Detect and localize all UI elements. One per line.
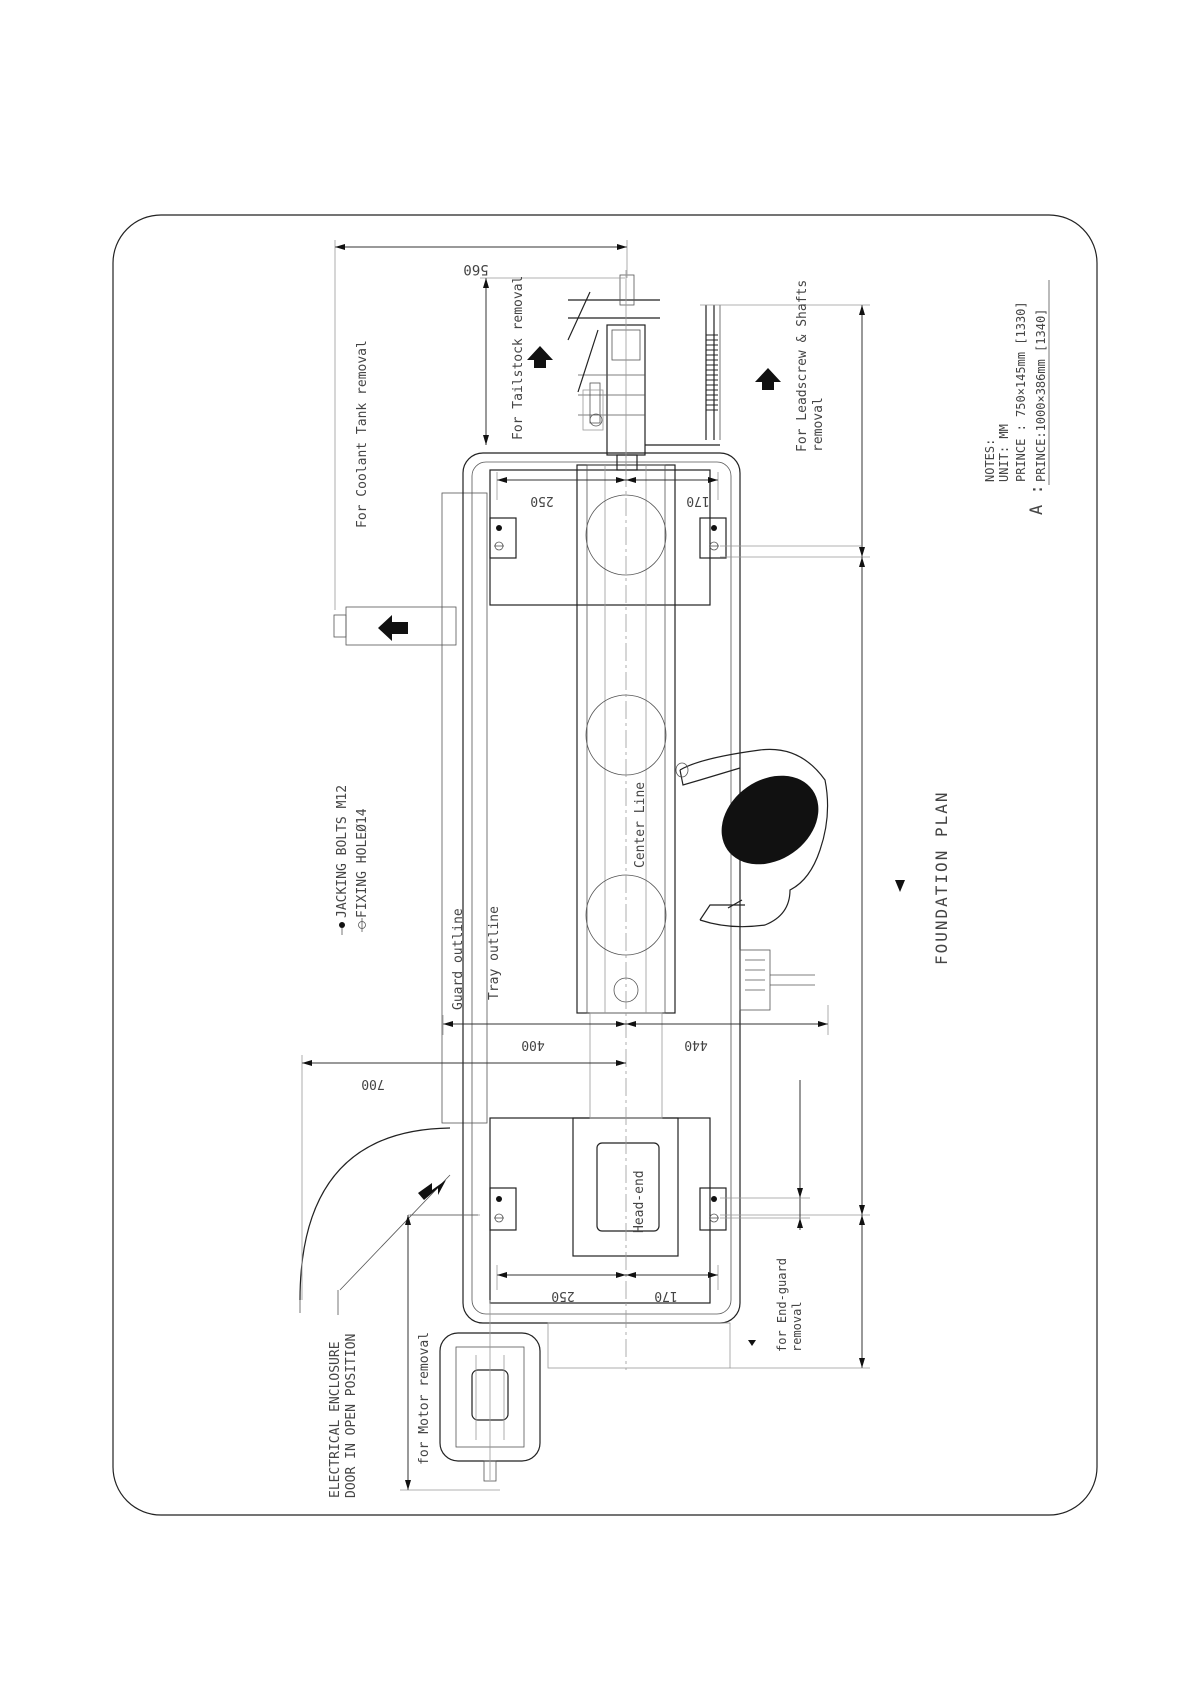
dim-leadscrew-removal	[700, 304, 870, 558]
dim-250-170-top	[496, 472, 719, 500]
motor	[439, 1300, 541, 1482]
page-border	[112, 214, 1098, 1516]
dim-text-440: 440	[684, 1037, 707, 1052]
dim-400-440	[442, 1005, 829, 1035]
dim-text-170-bottom: 170	[654, 1288, 677, 1303]
notes-a-label: A :	[1027, 484, 1047, 515]
headstock-panel	[596, 1142, 660, 1232]
label-coolant-tank: For Coolant Tank removal	[355, 340, 370, 528]
dim-text-400: 400	[521, 1037, 544, 1052]
arrow-leadscrew-icon	[755, 368, 781, 390]
label-tray-outline: Tray outline	[487, 906, 502, 1000]
carriage-handwheel	[739, 949, 815, 1011]
coolant-tank	[333, 606, 457, 646]
headstock	[572, 1117, 679, 1257]
jacking-bolt-pad-head-right	[699, 1187, 727, 1231]
dim-motor-removal	[400, 1214, 500, 1491]
legend-jacking-bolts: JACKING BOLTS M12	[335, 785, 350, 918]
label-electrical-1: ELECTRICAL ENCLOSURE	[328, 1341, 343, 1498]
end-guard	[547, 1322, 731, 1369]
dim-text-170-top: 170	[686, 493, 709, 508]
jacking-bolt-pad-tail-right	[699, 517, 727, 559]
label-end-guard-2: removal	[790, 1301, 804, 1352]
notes-unit: UNIT: MM	[997, 424, 1011, 482]
dim-foundation-length	[720, 557, 870, 1216]
label-leadscrew-2: removal	[811, 397, 826, 452]
notes-prince-1: PRINCE : 750×145mm [1330]	[1014, 301, 1028, 482]
tray-outline	[462, 452, 741, 1324]
arrow-coolant-icon	[378, 615, 408, 641]
electrical-enclosure-door	[299, 1127, 451, 1313]
label-center-line: Center Line	[633, 782, 648, 868]
dim-560	[334, 240, 628, 610]
dim-text-250-bottom: 250	[551, 1288, 574, 1303]
label-motor-removal: for Motor removal	[417, 1332, 432, 1465]
dim-text-250-top: 250	[530, 493, 553, 508]
legend-fixing-hole-symbol	[358, 918, 366, 932]
bed-web-circle	[585, 494, 667, 576]
arrow-tailstock-icon	[527, 346, 553, 368]
dim-text-700: 700	[361, 1076, 384, 1091]
drawing-title: FOUNDATION PLAN	[932, 791, 951, 966]
lightning-icon	[418, 1180, 446, 1200]
tray-inner	[471, 461, 732, 1315]
legend-jacking-bolt-symbol	[339, 922, 345, 935]
label-leadscrew-1: For Leadscrew & Shafts	[795, 280, 810, 452]
dim-700	[301, 1055, 626, 1300]
dim-250-170-bottom	[496, 1265, 719, 1290]
tailstock	[567, 270, 660, 475]
notes-heading: NOTES:	[983, 439, 997, 482]
leadscrew-shafts	[645, 305, 721, 446]
jacking-bolt-pad-tail-left	[489, 517, 517, 559]
legend-fixing-hole: FIXING HOLEØ14	[355, 808, 370, 918]
dim-tailstock-removal	[480, 277, 625, 445]
label-guard-outline: Guard outline	[451, 908, 466, 1010]
label-head-end: Head-end	[632, 1170, 647, 1233]
label-end-guard-1: for End-guard	[775, 1258, 789, 1352]
label-tailstock: For Tailstock removal	[511, 276, 526, 440]
dim-pad-head-end	[720, 1080, 810, 1230]
label-electrical-2: DOOR IN OPEN POSITION	[344, 1334, 359, 1498]
arrow-end-guard-icon	[748, 1340, 756, 1346]
arrow-foundation-icon	[895, 880, 905, 892]
dim-end-guard	[730, 1215, 870, 1369]
guard-outline	[441, 492, 488, 1124]
dim-text-560: 560	[463, 261, 488, 277]
operator-figure	[675, 748, 829, 928]
jacking-bolt-pad-head-left	[489, 1187, 517, 1231]
tail-end-base	[489, 469, 711, 606]
notes-prince-2: PRINCE:1000×386mm [1340]	[1034, 309, 1048, 482]
